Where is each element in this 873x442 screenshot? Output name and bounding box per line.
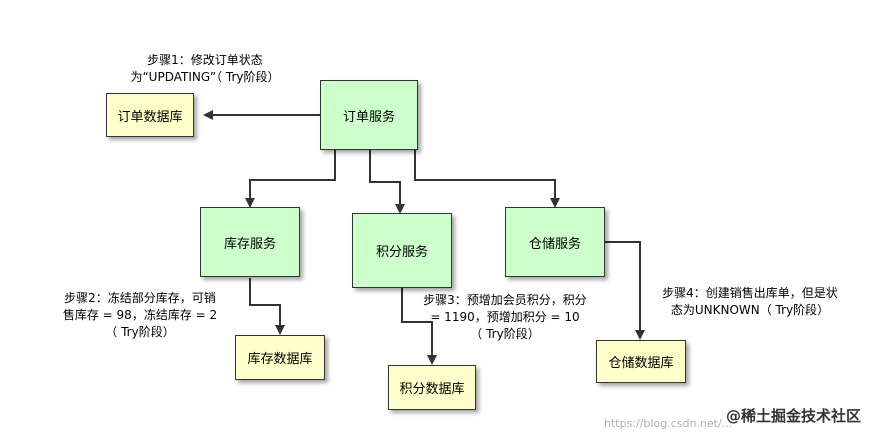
points-db-node: 积分数据库 <box>388 365 476 410</box>
warehouse-service-label: 仓储服务 <box>528 236 581 252</box>
order-db-label: 订单数据库 <box>117 109 183 125</box>
edge-order-to-warehouse <box>414 150 560 208</box>
step2-line2: 售库存 = 98，冻结库存 = 2 <box>62 308 218 322</box>
step1-line2: 为“UPDATING”（ Try阶段） <box>130 70 280 84</box>
step1-note: 步骤1：修改订单状态 为“UPDATING”（ Try阶段） <box>110 52 300 86</box>
inventory-service-label: 库存服务 <box>223 236 276 252</box>
warehouse-db-node: 仓储数据库 <box>596 340 686 383</box>
inventory-db-node: 库存数据库 <box>235 335 325 380</box>
step2-line3: （ Try阶段） <box>105 325 175 339</box>
edge-order-to-inventory <box>245 150 336 208</box>
step3-line1: 步骤3：预增加会员积分，积分 <box>423 293 587 307</box>
warehouse-service-node: 仓储服务 <box>505 207 605 277</box>
step4-line1: 步骤4：创建销售出库单，但是状 <box>662 286 838 300</box>
order-db-node: 订单数据库 <box>106 93 194 137</box>
edge-points-to-db <box>401 288 437 365</box>
points-db-label: 积分数据库 <box>399 382 465 397</box>
warehouse-db-label: 仓储数据库 <box>608 356 674 371</box>
edge-inventory-to-db <box>249 278 285 335</box>
step4-line2: 态为UNKNOWN（ Try阶段） <box>670 303 830 317</box>
inventory-db-label: 库存数据库 <box>247 352 313 367</box>
step2-line1: 步骤2：冻结部分库存，可销 <box>64 291 216 305</box>
edge-order-to-points <box>369 150 405 214</box>
step1-line1: 步骤1：修改订单状态 <box>147 53 263 67</box>
inventory-service-node: 库存服务 <box>200 207 300 277</box>
watermark-url: https://blog.csdn.net/... <box>604 417 733 430</box>
points-service-node: 积分服务 <box>352 213 452 288</box>
step3-line2: = 1190，预增加积分 = 10 <box>430 310 580 324</box>
order-service-label: 订单服务 <box>342 109 395 125</box>
step3-line3: （ Try阶段） <box>470 327 540 341</box>
edge-warehouse-to-db <box>605 241 645 340</box>
step4-note: 步骤4：创建销售出库单，但是状 态为UNKNOWN（ Try阶段） <box>645 285 855 319</box>
watermark-brand: @稀土掘金技术社区 <box>725 407 861 425</box>
order-service-node: 订单服务 <box>320 80 418 150</box>
step3-note: 步骤3：预增加会员积分，积分 = 1190，预增加积分 = 10 （ Try阶段… <box>410 292 600 343</box>
points-service-label: 积分服务 <box>375 245 428 260</box>
step2-note: 步骤2：冻结部分库存，可销 售库存 = 98，冻结库存 = 2 （ Try阶段） <box>45 290 235 341</box>
